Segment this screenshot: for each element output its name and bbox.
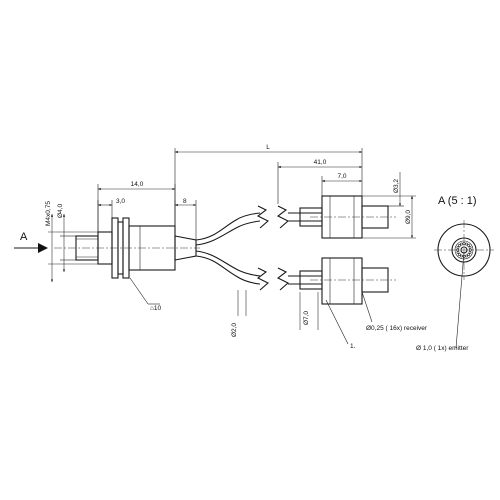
dim-8: 8 <box>174 198 197 240</box>
dim-thread-label: M4x0,75 <box>45 201 52 226</box>
dim-7: 7,0 <box>321 173 362 196</box>
dim-8-label: 8 <box>183 198 187 205</box>
dim-7-label: 7,0 <box>337 173 346 180</box>
detail-title: A (5 : 1) <box>438 195 477 207</box>
callout-wrench: ⌂10 <box>129 277 162 312</box>
receiver-fiber-dot <box>460 242 463 246</box>
dim-3-label: 3,0 <box>116 198 125 205</box>
receiver-fiber-dot <box>460 254 463 258</box>
dim-3: 3,0 <box>97 198 125 232</box>
dim-cable-diameter: Ø2,0 <box>231 290 247 337</box>
dim-3-2-label: Ø3,2 <box>393 179 400 193</box>
dim-cable-diameter-label: Ø2,0 <box>231 323 238 337</box>
receiver-fiber-dot <box>468 251 472 254</box>
dim-7-0-vertical-label: Ø7,0 <box>303 311 310 325</box>
dim-14-label: 14,0 <box>131 181 144 188</box>
dim-thread: M4x0,75 <box>45 201 98 282</box>
callout-receiver-label: Ø0,25 ( 16x) receiver <box>366 325 428 332</box>
callout-wrench-label: ⌂10 <box>150 305 162 312</box>
receiver-fiber-dot <box>457 243 461 247</box>
connector-receiver <box>310 257 396 305</box>
dim-9-label: Ø9,0 <box>405 210 412 224</box>
receiver-fiber-dot <box>468 246 472 249</box>
dim-14: 14,0 <box>97 181 176 232</box>
receiver-fiber-dot <box>467 253 471 257</box>
view-arrow-a: A <box>14 231 48 253</box>
receiver-fiber-dot <box>465 242 468 246</box>
receiver-fiber-dot <box>456 251 460 254</box>
dim-7-0-vertical: Ø7,0 <box>299 292 319 330</box>
sensor-head <box>54 217 200 279</box>
receiver-fiber-dot <box>457 253 461 257</box>
callout-receiver: Ø0,25 ( 16x) receiver <box>361 291 428 332</box>
dim-41-label: 41,0 <box>314 159 327 166</box>
detail-view-a: A (5 : 1) <box>434 195 494 280</box>
dim-tip-diameter-label: Ø4,0 <box>57 204 64 218</box>
callout-item-1: 1. <box>325 299 356 350</box>
dim-L-label: L <box>266 144 270 151</box>
receiver-fiber-dot <box>467 243 471 247</box>
receiver-fiber-dot <box>456 246 460 249</box>
view-arrow-label: A <box>20 231 28 243</box>
dim-L: L <box>174 144 363 226</box>
connector-emitter <box>310 195 396 239</box>
receiver-fiber-dot <box>465 254 468 258</box>
dim-3-2: Ø3,2 <box>388 172 404 207</box>
callout-item-1-label: 1. <box>350 343 356 350</box>
fiber-cables <box>195 205 323 291</box>
callout-emitter-label: Ø 1,0 ( 1x) emitter <box>416 345 469 352</box>
callout-emitter: Ø 1,0 ( 1x) emitter <box>416 251 469 352</box>
dim-41: 41,0 <box>277 159 362 204</box>
dim-tip-diameter: Ø4,0 <box>57 204 76 272</box>
dim-9: Ø9,0 <box>362 195 416 239</box>
